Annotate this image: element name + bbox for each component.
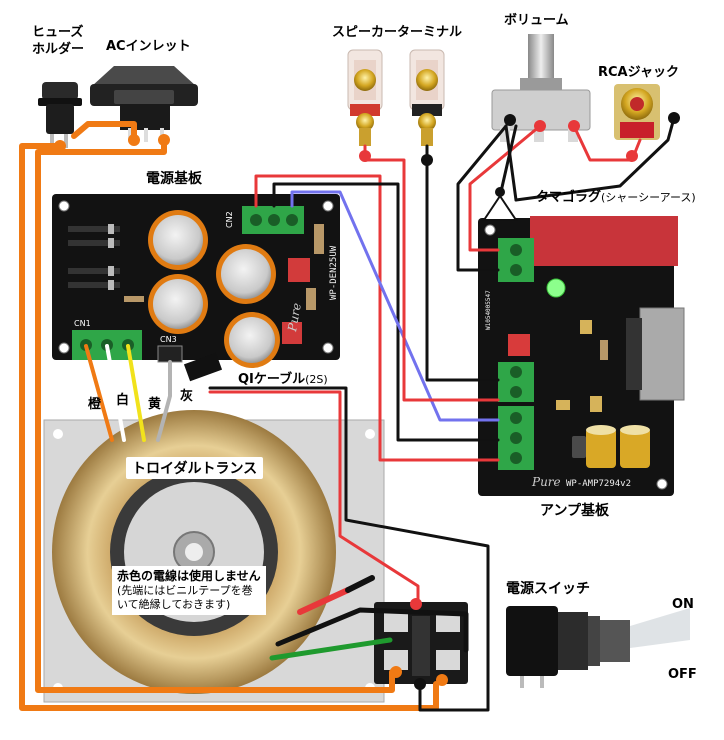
wire-black-volume: [456, 124, 508, 272]
fuse-holder: [38, 82, 82, 148]
switch-on-label: ON: [672, 597, 694, 612]
amp-brand-text: Pure: [531, 475, 561, 489]
red-wire-note: 赤色の電線は使用しません (先端にはビニルテープを巻 いて絶縁しておきます): [112, 566, 266, 615]
wire-yellow-trans: [126, 344, 146, 442]
power-switch-label: 電源スイッチ: [506, 581, 590, 597]
power-board-model-text: WP-DEN25UW: [329, 245, 339, 300]
wire-orange-fuse: [19, 143, 439, 711]
wire-red-unused: [297, 587, 351, 615]
toroidal-transformer: [43, 410, 385, 703]
wire-black-dc: [272, 182, 500, 442]
wire-red-qi: [208, 390, 420, 608]
wire-label-white: 白: [116, 393, 130, 408]
wire-red-unused-tip: [345, 575, 375, 593]
wire-label-orange: 橙: [88, 397, 102, 412]
amp-board-label: アンプ基板: [540, 503, 610, 519]
red-wire-warning: 赤色の電線は使用しません: [117, 569, 261, 583]
power-brand-text: Pure: [285, 302, 304, 334]
wire-orange-inlet: [35, 137, 395, 693]
tamago-lug-label: タマゴラグ(シャーシーアース): [536, 190, 696, 205]
wire-orange-trans: [84, 344, 114, 442]
volume-label: ボリューム: [504, 13, 569, 28]
wire-red-rca: [572, 124, 642, 162]
volume-potentiometer: [491, 34, 591, 142]
tamago-lug-note: (シャーシーアース): [601, 191, 696, 204]
speaker-terminal-red: [347, 49, 383, 146]
wire-white-trans: [105, 344, 126, 442]
toroidal-trans-label: トロイダルトランス: [126, 457, 264, 479]
wire-black-trans: [275, 607, 469, 653]
red-wire-note-line-1: (先端にはビニルテープを巻: [117, 584, 253, 597]
qi-cable-label: QIケーブル(2S): [238, 372, 328, 387]
wire-red-dc: [254, 174, 500, 462]
wire-black-speaker: [425, 144, 500, 382]
red-wire-note-line-2: いて絶縁しておきます): [117, 597, 231, 611]
rca-jack: [614, 84, 660, 140]
power-board-label: 電源基板: [146, 171, 202, 187]
wire-black-lug: [498, 124, 518, 198]
power-cn2-text: CN2: [225, 211, 234, 228]
fuse-holder-label-1: ヒューズ: [32, 25, 84, 40]
speaker-terminal-black: [409, 49, 445, 146]
switch-off-label: OFF: [668, 667, 697, 682]
wire-black-qi: [208, 386, 490, 712]
qi-cable-plug: [183, 352, 223, 382]
ac-inlet: [90, 66, 198, 142]
wires: [19, 116, 676, 712]
amp-board-model-text: WP-AMP7294v2: [566, 479, 631, 489]
connection-dots: [54, 112, 680, 690]
ac-inlet-label: ACインレット: [106, 39, 191, 54]
wire-label-gray: 灰: [180, 389, 194, 404]
power-cn1-text: CN1: [74, 319, 91, 328]
amp-board: [478, 216, 685, 496]
wire-black-rca2: [514, 116, 676, 202]
qi-cable-note: (2S): [305, 373, 328, 386]
wire-green-trans: [269, 637, 393, 661]
power-cn3-text: CN3: [160, 335, 177, 344]
wire-blue-dc: [290, 190, 500, 422]
wire-gray-trans: [156, 360, 172, 442]
fuse-holder-label-2: ホルダー: [32, 42, 85, 57]
wire-red-volume: [468, 124, 542, 252]
tamago-lug: [482, 187, 518, 221]
rca-jack-label: RCAジャック: [598, 65, 679, 80]
wire-black-rca: [504, 124, 518, 202]
wire-orange-link: [71, 121, 137, 143]
wire-label-yellow: 黄: [148, 397, 162, 412]
amp-board-serial-text: W1054005547: [485, 290, 492, 330]
power-board: [52, 194, 340, 368]
power-switch-wiring: [374, 602, 468, 684]
speaker-terminal-label: スピーカーターミナル: [332, 25, 463, 40]
power-switch-photo: [506, 606, 690, 688]
